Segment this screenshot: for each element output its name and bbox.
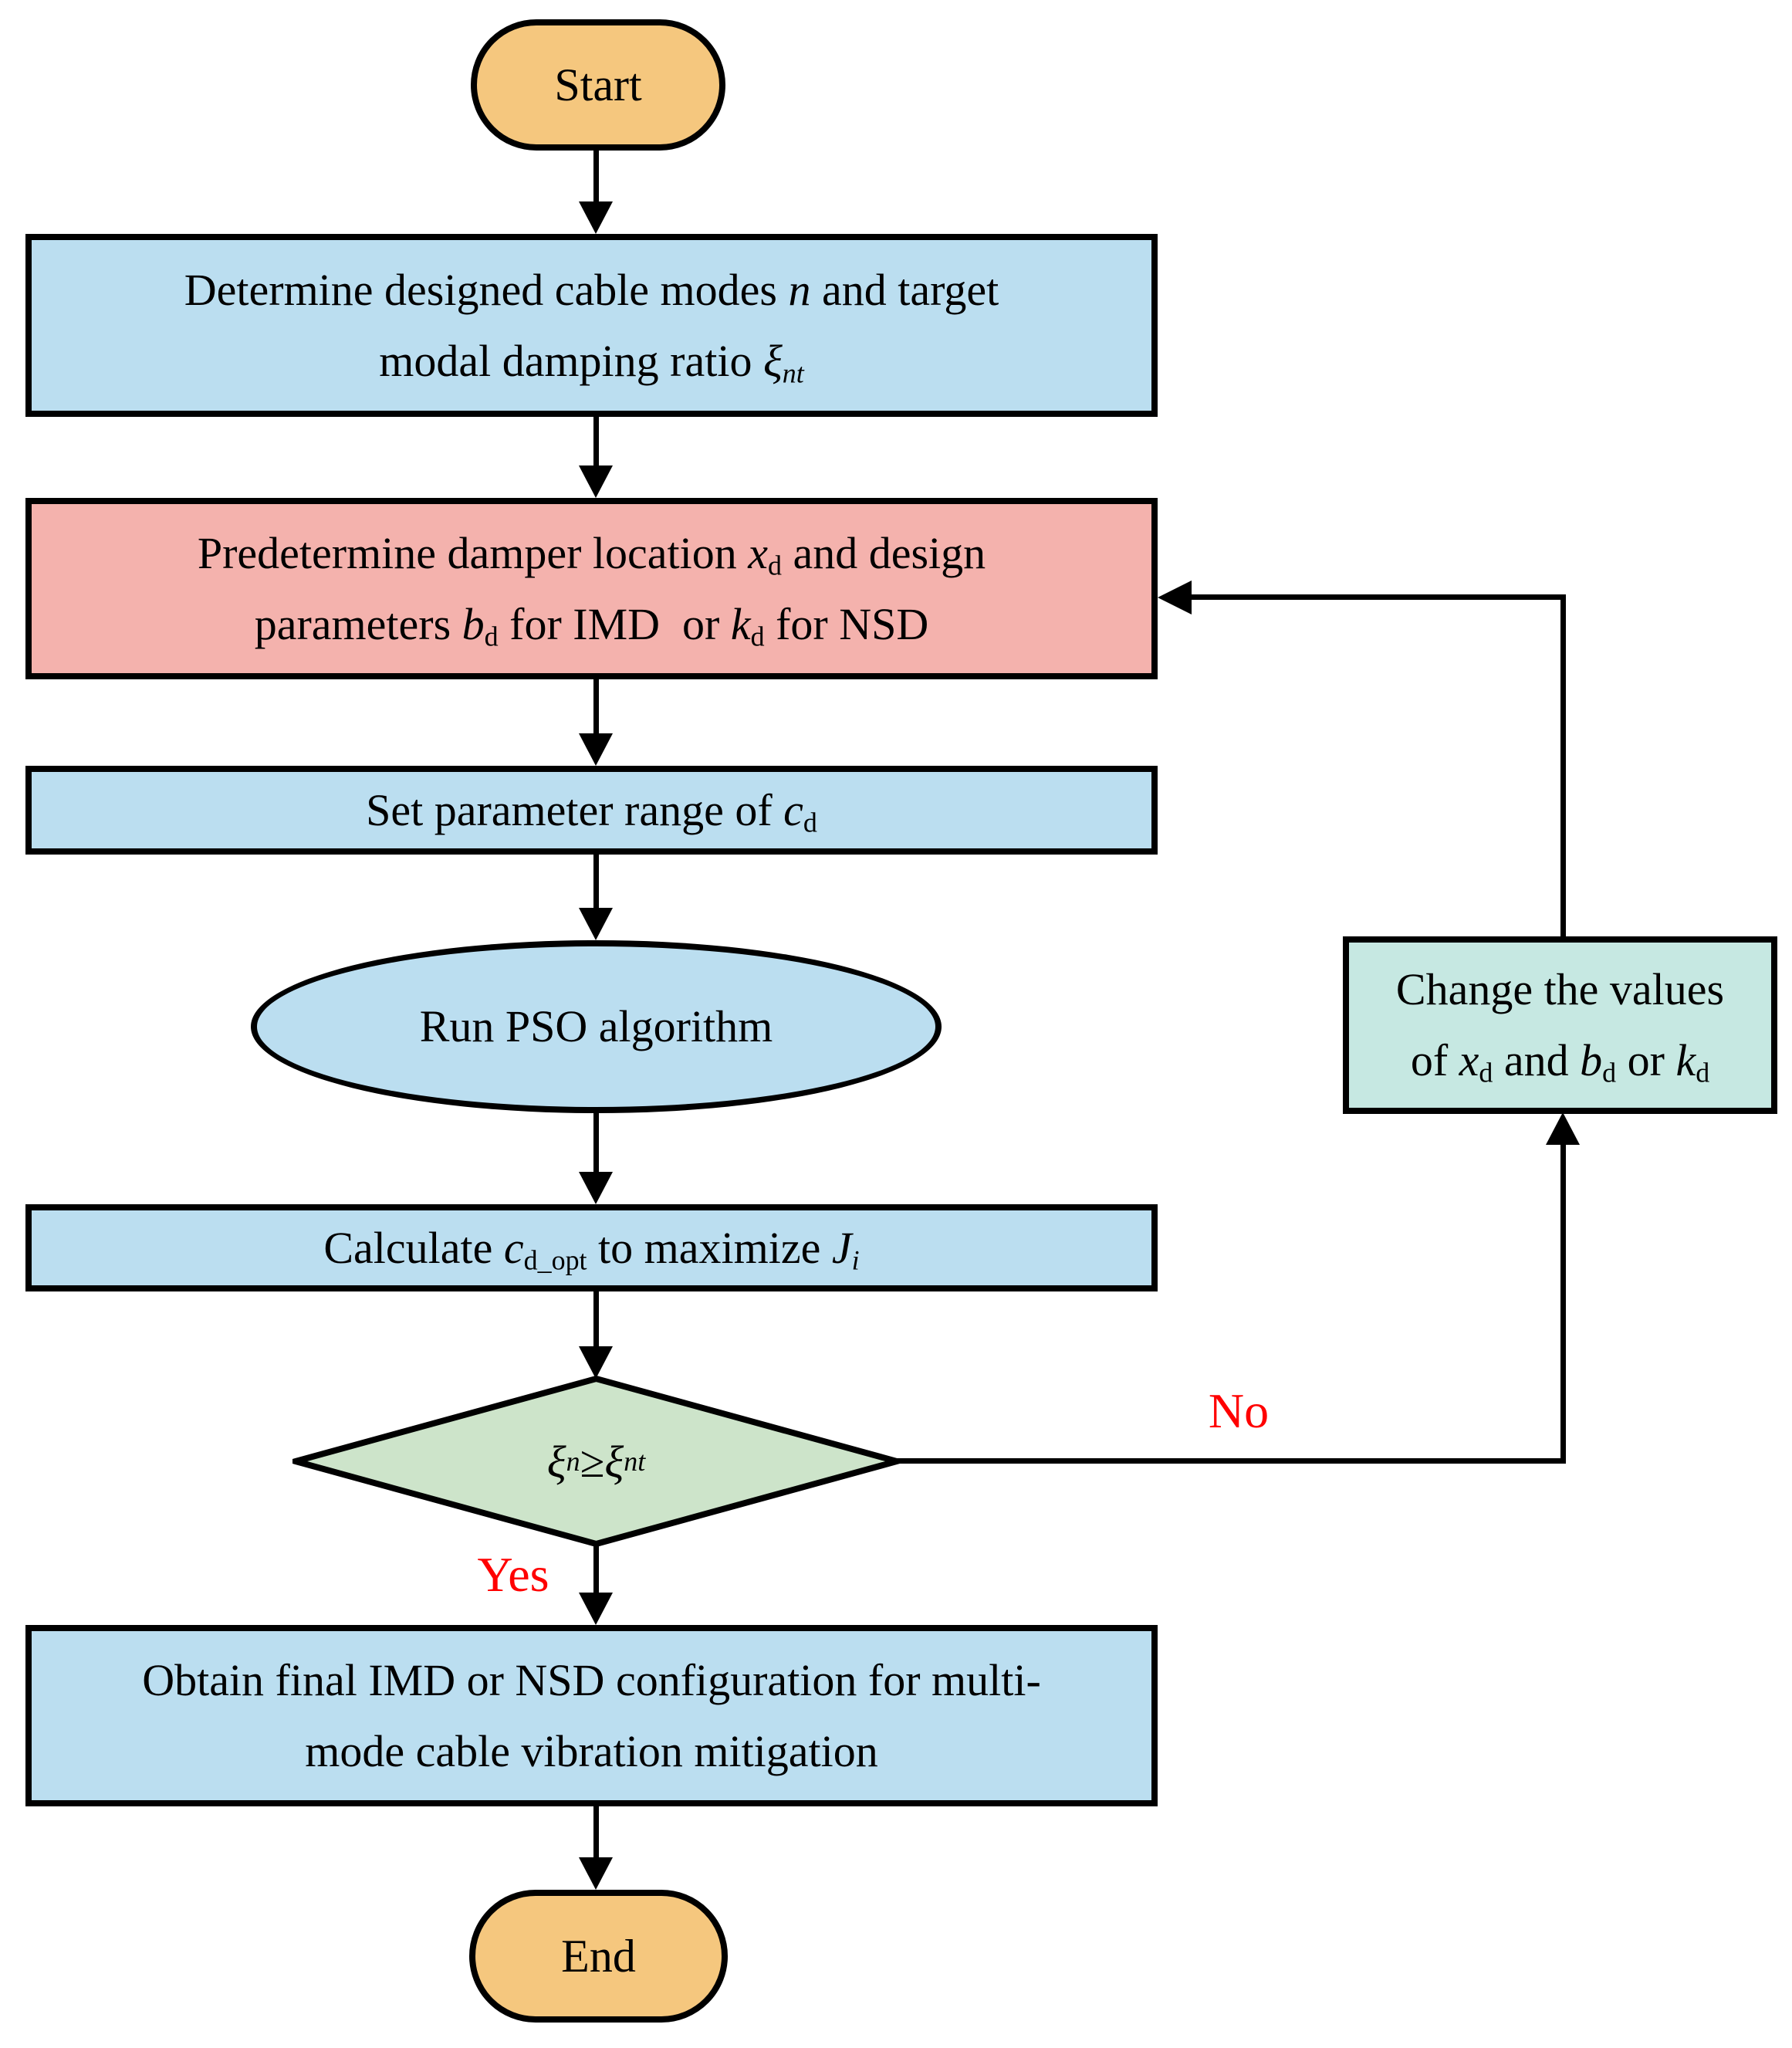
arrow-start-determine-head-icon [579, 201, 613, 234]
node-determine: Determine designed cable modes n and tar… [25, 234, 1158, 417]
arrow-setrange-pso-head-icon [579, 908, 613, 940]
arrow-start-determine-line [593, 149, 599, 205]
node-set-range: Set parameter range of cd [25, 766, 1158, 855]
edge-label-yes: Yes [477, 1547, 549, 1602]
feedback-path-head-icon [1158, 581, 1192, 614]
arrow-determine-predetermine-head-icon [579, 465, 613, 498]
feedback-path-vertical-line [1560, 594, 1566, 939]
node-obtain-text: Obtain final IMD or NSD configuration fo… [142, 1654, 1041, 1776]
node-calculate-text: Calculate cd_opt to maximize Ji [323, 1222, 860, 1276]
arrow-predetermine-setrange-line [593, 678, 599, 736]
arrow-pso-calculate-head-icon [579, 1172, 613, 1204]
node-predetermine: Predetermine damper location xd and desi… [25, 498, 1158, 679]
node-start: Start [471, 19, 725, 151]
node-determine-text: Determine designed cable modes n and tar… [184, 264, 999, 389]
arrow-obtain-end-head-icon [579, 1857, 613, 1890]
node-calculate: Calculate cd_opt to maximize Ji [25, 1204, 1158, 1291]
arrow-pso-calculate-line [593, 1112, 599, 1173]
edge-label-no: No [1208, 1383, 1270, 1438]
feedback-path-horizontal-line [1188, 594, 1566, 600]
node-run-pso-text: Run PSO algorithm [419, 1001, 773, 1052]
arrow-calculate-decision-head-icon [579, 1346, 613, 1379]
arrow-determine-predetermine-line [593, 415, 599, 468]
node-obtain: Obtain final IMD or NSD configuration fo… [25, 1625, 1158, 1806]
node-set-range-text: Set parameter range of cd [366, 784, 817, 838]
node-end: End [469, 1890, 728, 2023]
node-run-pso: Run PSO algorithm [251, 940, 942, 1113]
arrow-obtain-end-line [593, 1805, 599, 1859]
arrow-decision-obtain-head-icon [579, 1593, 613, 1625]
arrow-decision-obtain-line [593, 1542, 599, 1594]
arrow-predetermine-setrange-head-icon [579, 733, 613, 766]
no-path-vertical-line [1560, 1143, 1566, 1461]
node-start-label: Start [554, 59, 642, 110]
no-path-head-icon [1546, 1112, 1580, 1145]
node-predetermine-text: Predetermine damper location xd and desi… [197, 527, 986, 652]
node-end-label: End [561, 1930, 636, 1982]
no-path-horizontal-line [891, 1458, 1566, 1464]
arrow-calculate-decision-line [593, 1290, 599, 1348]
arrow-setrange-pso-line [593, 853, 599, 911]
